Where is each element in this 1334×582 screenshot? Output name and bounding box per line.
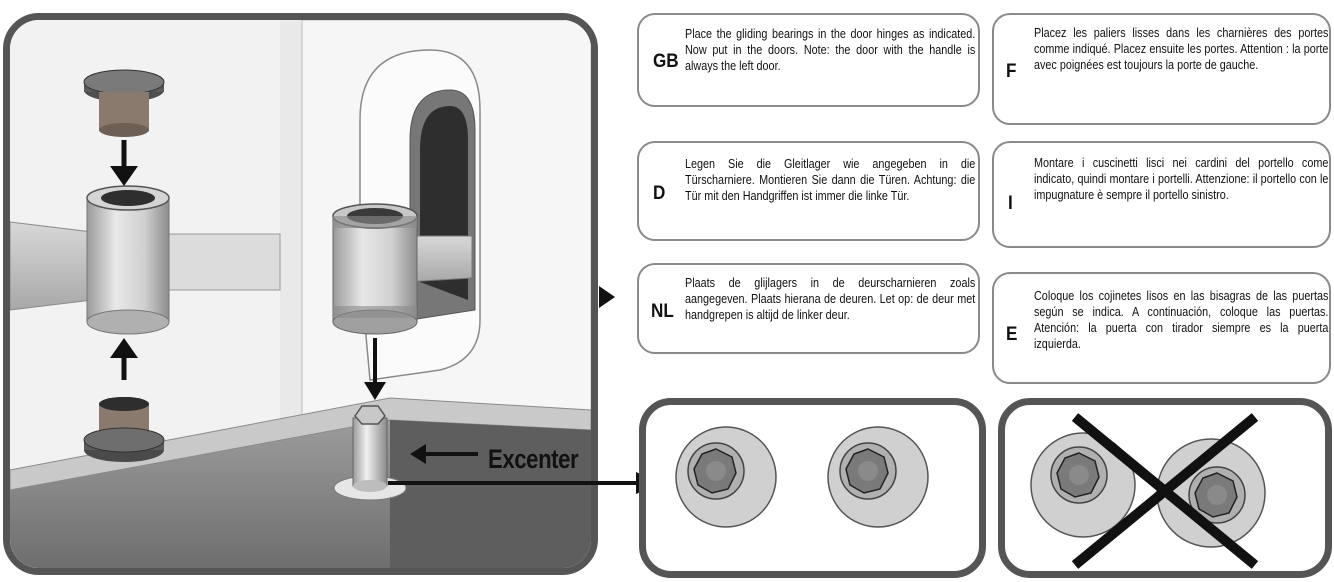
instruction-box-d: D Legen Sie die Gleitlager wie angegeben…	[637, 141, 980, 241]
pointer-triangle-icon	[599, 286, 615, 308]
language-code: I	[1008, 193, 1013, 214]
language-code: GB	[653, 51, 679, 72]
assembly-illustration: Excenter	[3, 13, 598, 575]
excenter-label: Excenter	[488, 444, 579, 474]
language-code: F	[1006, 61, 1017, 82]
language-code: NL	[651, 301, 674, 322]
language-code: E	[1006, 324, 1018, 345]
instruction-text: Montare i cuscinetti lisci nei cardini d…	[1034, 155, 1329, 202]
detail-correct-alignment	[639, 398, 986, 578]
incorrect-excenter-diagram	[1030, 413, 1266, 569]
cross-out-icon	[1071, 413, 1259, 569]
instruction-box-i: I Montare i cuscinetti lisci nei cardini…	[992, 141, 1331, 248]
correct-excenter-diagram	[675, 426, 929, 528]
instruction-box-e: E Coloque los cojinetes lisos en las bis…	[992, 272, 1331, 384]
instruction-text: Placez les paliers lisses dans les charn…	[1034, 25, 1329, 72]
language-code: D	[653, 183, 666, 204]
instruction-text: Legen Sie die Gleitlager wie angegeben i…	[685, 156, 976, 203]
instruction-box-gb: GB Place the gliding bearings in the doo…	[637, 13, 980, 107]
right-hinge-disc-icon	[827, 426, 929, 528]
instruction-box-f: F Placez les paliers lisses dans les cha…	[992, 13, 1331, 125]
instruction-text: Coloque los cojinetes lisos en las bisag…	[1034, 288, 1329, 351]
left-hinge-disc-icon	[1030, 432, 1136, 538]
detail-incorrect-alignment	[998, 398, 1332, 578]
instruction-text: Plaats de glijlagers in de deurscharnier…	[685, 275, 976, 322]
left-hinge-disc-icon	[675, 426, 777, 528]
instruction-box-nl: NL Plaats de glijlagers in de deurscharn…	[637, 263, 980, 354]
right-hinge-disc-icon	[1156, 438, 1266, 548]
hinge-assembly-drawing	[10, 20, 591, 568]
instruction-text: Place the gliding bearings in the door h…	[685, 26, 976, 73]
